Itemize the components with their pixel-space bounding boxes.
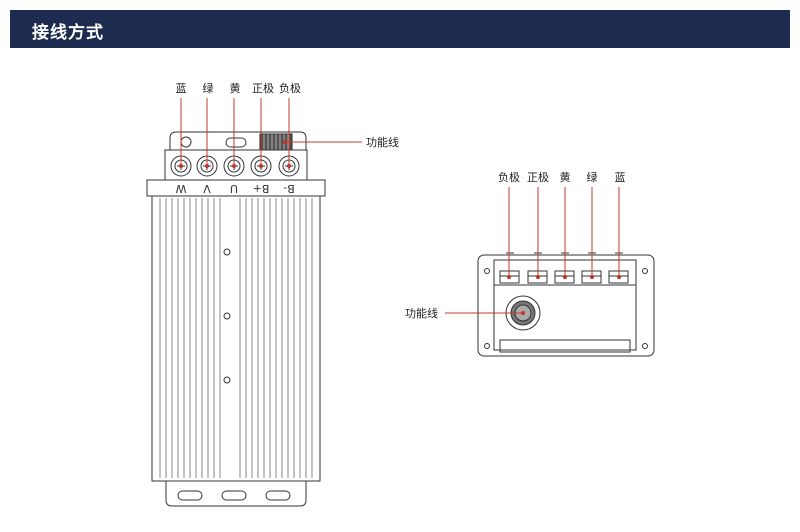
controller-end-view [477,252,655,357]
right-wire-labels: 负极 正极 黄 绿 蓝 功能线 [405,170,626,320]
right-function-line-label: 功能线 [405,306,438,320]
terminal-label-u: U [230,182,238,195]
terminal-label-bminus: B- [283,182,295,195]
right-wire-label-blue: 蓝 [615,171,626,184]
terminal-label-v: V [203,182,211,195]
right-wire-label-green: 绿 [587,170,598,184]
left-function-line-label: 功能线 [366,135,399,149]
section-title: 接线方式 [32,23,104,43]
right-pointer-lines [445,187,622,316]
left-wire-labels: 蓝 绿 黄 正极 负极 功能线 [176,81,400,149]
section-header: 接线方式 [10,10,790,48]
right-wire-label-negative: 负极 [498,170,520,184]
terminal-label-w: W [175,182,186,195]
right-wire-label-yellow: 黄 [560,170,571,184]
left-pointer-lines [178,98,362,169]
terminal-label-bplus: B+ [253,182,270,195]
terminal-labels: W V U B+ B- [175,182,294,195]
left-wire-label-positive: 正极 [252,81,274,95]
left-wire-label-yellow: 黄 [230,81,241,95]
left-wire-label-green: 绿 [203,81,214,95]
heatsink-fins [159,198,313,478]
left-wire-label-negative: 负极 [279,81,301,95]
right-wire-label-positive: 正极 [527,170,549,184]
left-wire-label-blue: 蓝 [176,82,187,95]
